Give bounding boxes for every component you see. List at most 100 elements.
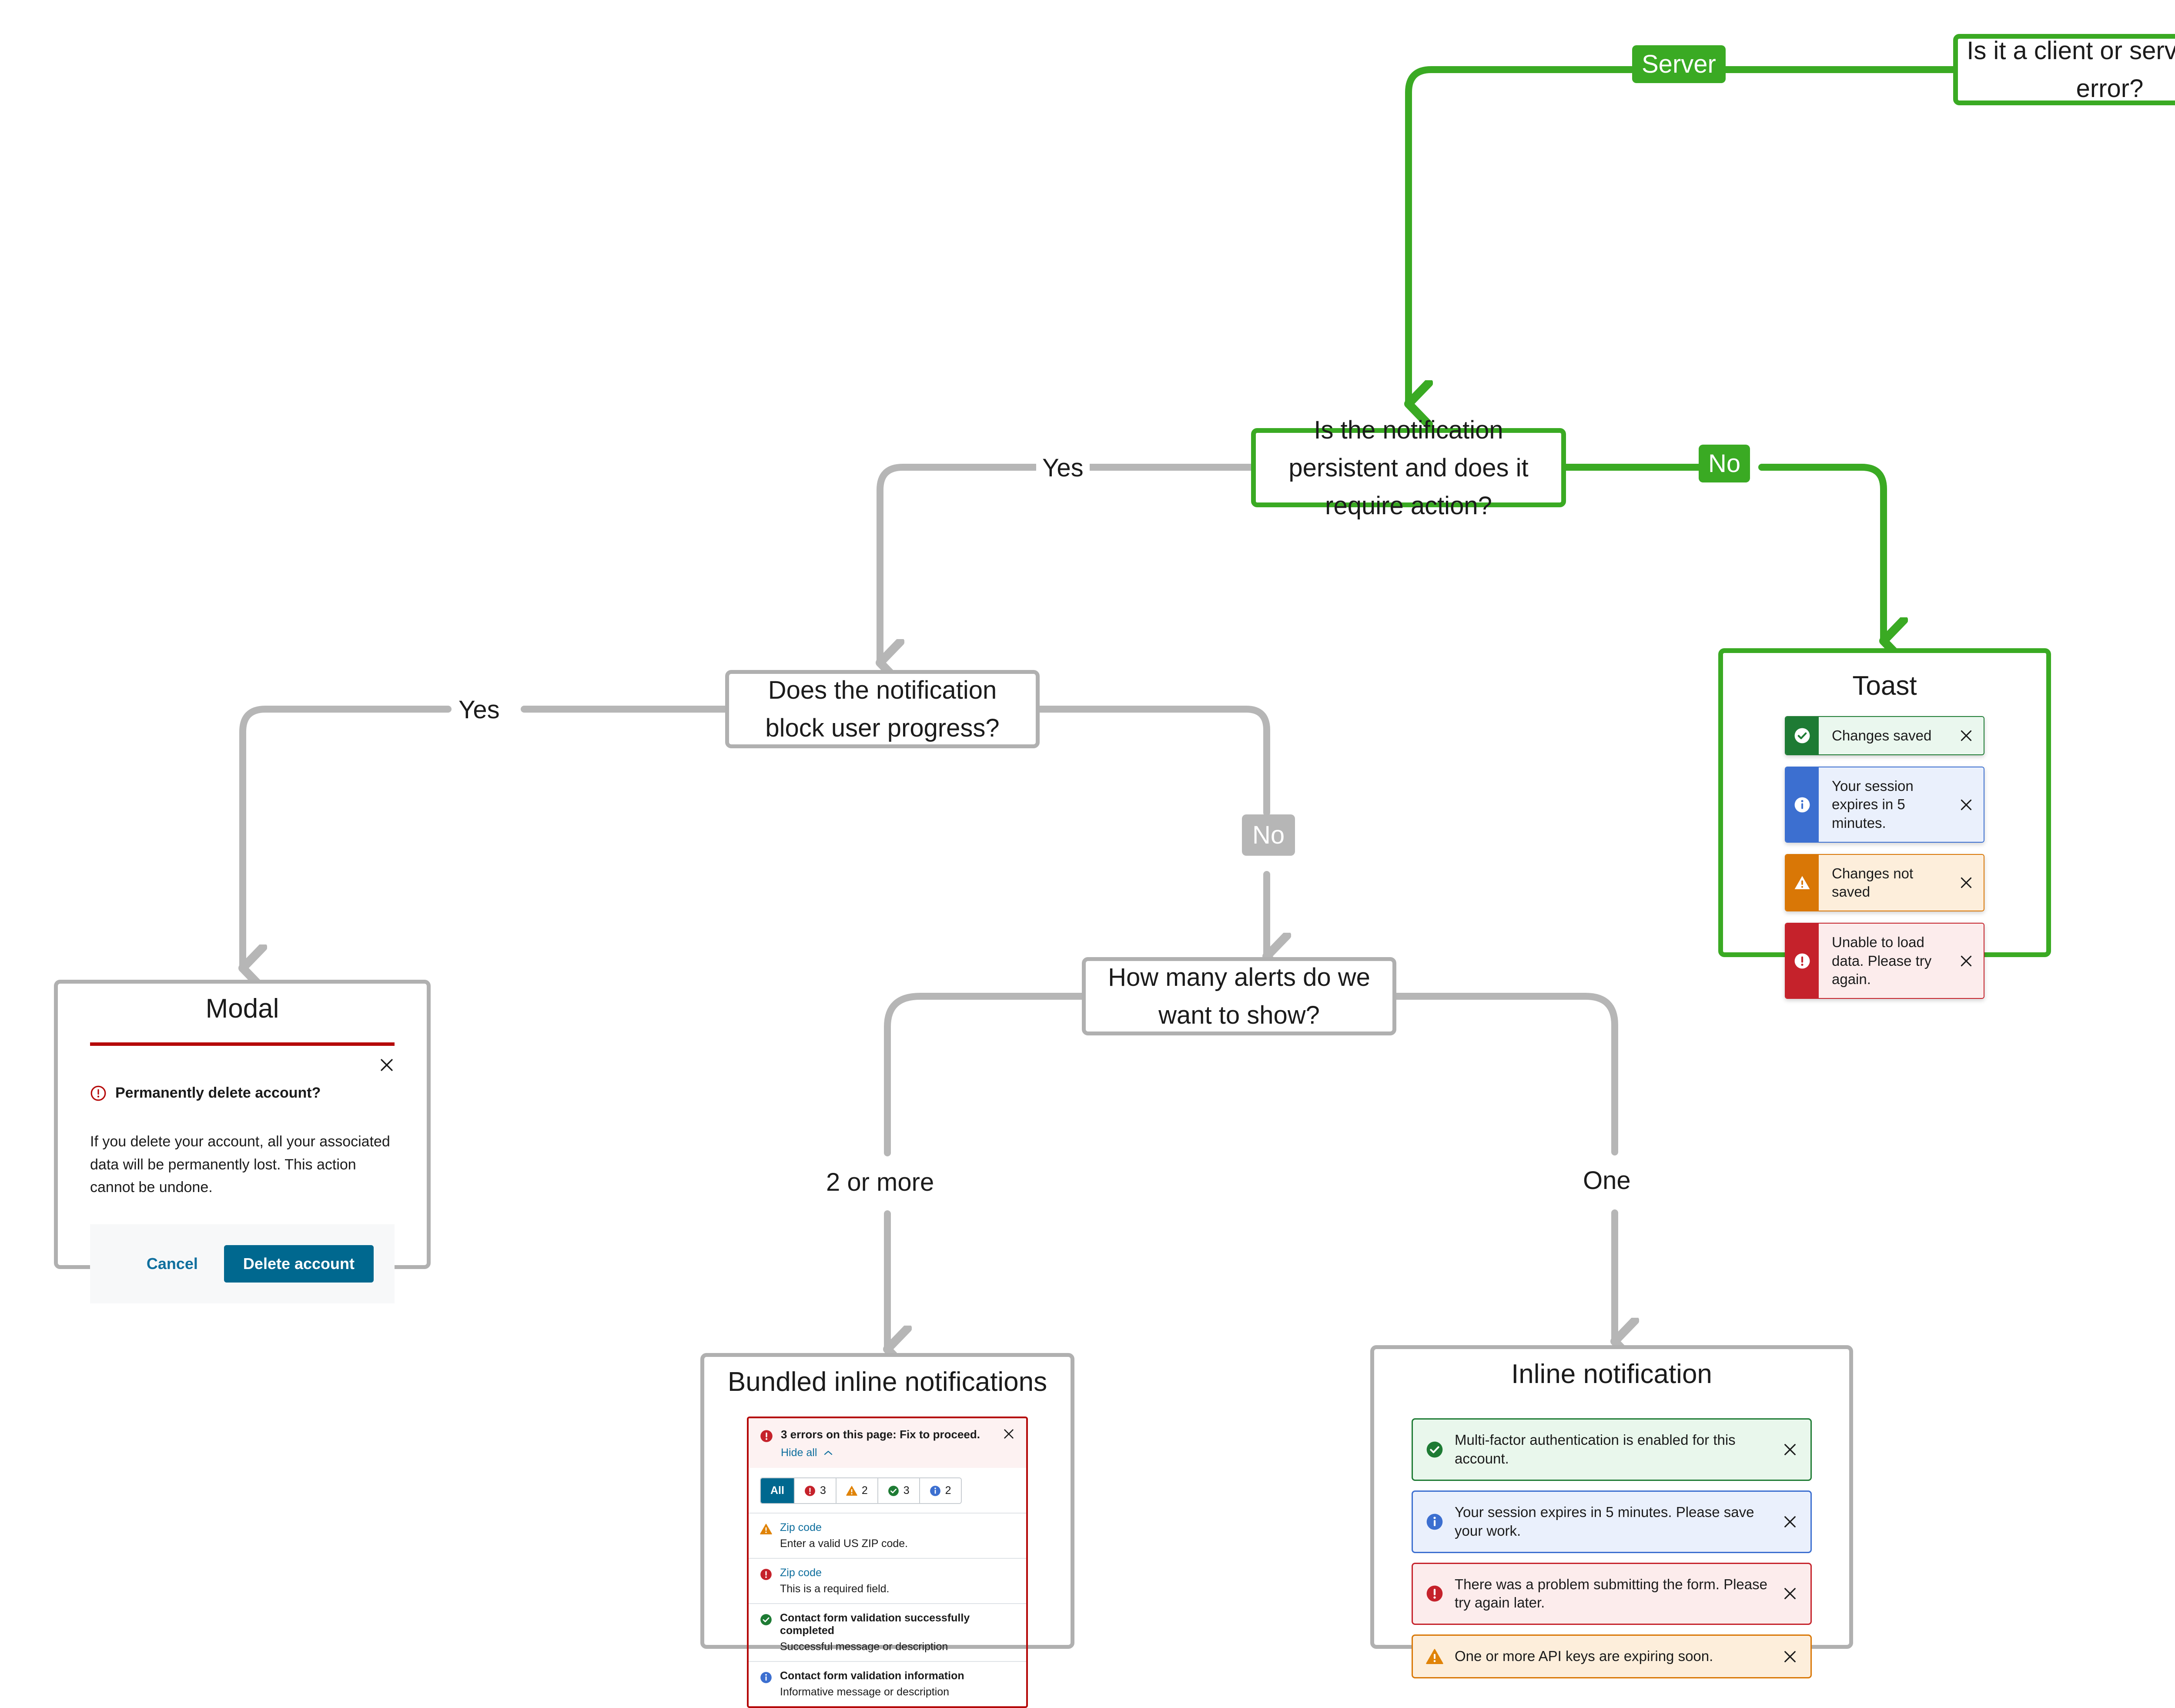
edge-label-two-or-more: 2 or more bbox=[820, 1167, 940, 1198]
bundled-row-description: Enter a valid US ZIP code. bbox=[780, 1537, 908, 1550]
toast-body: Changes not saved bbox=[1819, 854, 1984, 911]
toast-close-button[interactable] bbox=[1959, 954, 1973, 968]
node-how-many-label: How many alerts do we want to show? bbox=[1108, 963, 1370, 1029]
bundled-close-button[interactable] bbox=[1003, 1428, 1015, 1440]
toast-close-button[interactable] bbox=[1959, 876, 1973, 890]
edge-label-persistent-yes: Yes bbox=[1036, 452, 1090, 483]
toast-message: Changes not saved bbox=[1832, 865, 1914, 900]
bundled-tab-check-circle[interactable]: 3 bbox=[878, 1478, 920, 1503]
info-circle-icon bbox=[930, 1485, 941, 1497]
bundled-row-description: This is a required field. bbox=[780, 1583, 890, 1595]
bundled-tab-count: 3 bbox=[820, 1484, 826, 1497]
warning-triangle-icon bbox=[760, 1523, 772, 1535]
warning-triangle-icon bbox=[846, 1485, 857, 1497]
edge-label-block-no: No bbox=[1242, 814, 1295, 856]
error-circle-icon bbox=[1426, 1585, 1443, 1602]
bundled-row: Contact form validation successfully com… bbox=[749, 1603, 1026, 1661]
panel-bundled-inline: Bundled inline notifications 3 errors on… bbox=[700, 1353, 1074, 1708]
inline-list: Multi-factor authentication is enabled f… bbox=[1374, 1390, 1849, 1679]
info-circle-icon bbox=[1426, 1513, 1443, 1531]
bundled-tab-error-circle[interactable]: 3 bbox=[794, 1478, 837, 1503]
bundled-rows: Zip code Enter a valid US ZIP code. Zip … bbox=[749, 1513, 1026, 1706]
bundled-tab-count: 3 bbox=[903, 1484, 910, 1497]
toast-status-bar bbox=[1786, 924, 1819, 998]
bundled-tab-count: 2 bbox=[861, 1484, 868, 1497]
modal-heading: Permanently delete account? bbox=[58, 1085, 427, 1102]
inline-notification-message: One or more API keys are expiring soon. bbox=[1455, 1648, 1713, 1664]
bundled-tab-all[interactable]: All bbox=[761, 1478, 795, 1503]
inline-notification-message: Your session expires in 5 minutes. Pleas… bbox=[1455, 1504, 1754, 1539]
cancel-button[interactable]: Cancel bbox=[146, 1255, 198, 1273]
error-circle-icon bbox=[804, 1485, 816, 1497]
bundled-row-title[interactable]: Zip code bbox=[780, 1521, 822, 1534]
edge-label-server: Server bbox=[1632, 45, 1726, 83]
inline-notification-item: One or more API keys are expiring soon. bbox=[1412, 1634, 1812, 1679]
inline-notification-item: There was a problem submitting the form.… bbox=[1412, 1562, 1812, 1625]
bundled-row: Contact form validation information Info… bbox=[749, 1661, 1026, 1706]
warning-triangle-icon bbox=[1794, 874, 1810, 891]
edge-label-one: One bbox=[1577, 1165, 1637, 1196]
inline-notification-item: Multi-factor authentication is enabled f… bbox=[1412, 1418, 1812, 1481]
toast-list: Changes saved Your session expires in 5 … bbox=[1723, 701, 2046, 999]
modal-body-text: If you delete your account, all your ass… bbox=[90, 1133, 390, 1196]
node-how-many[interactable]: How many alerts do we want to show? bbox=[1082, 957, 1396, 1035]
warning-triangle-icon bbox=[1426, 1648, 1443, 1665]
node-persistent-label: Is the notification persistent and does … bbox=[1288, 415, 1529, 520]
toast-status-bar bbox=[1786, 717, 1819, 755]
error-circle-icon bbox=[760, 1568, 772, 1581]
info-circle-icon bbox=[760, 1671, 772, 1684]
toast-close-button[interactable] bbox=[1959, 798, 1973, 812]
bundled-tab-count: 2 bbox=[945, 1484, 951, 1497]
toast-message: Your session expires in 5 minutes. bbox=[1832, 778, 1914, 831]
inline-close-button[interactable] bbox=[1783, 1586, 1797, 1601]
bundled-row-description: Informative message or description bbox=[780, 1686, 950, 1698]
inline-close-button[interactable] bbox=[1783, 1514, 1797, 1529]
bundled-summary-text: 3 errors on this page: Fix to proceed. bbox=[781, 1428, 980, 1441]
delete-account-button[interactable]: Delete account bbox=[224, 1245, 374, 1283]
error-circle-icon bbox=[760, 1430, 773, 1443]
bundled-title: Bundled inline notifications bbox=[727, 1367, 1047, 1397]
hide-all-label: Hide all bbox=[781, 1447, 817, 1459]
modal-title: Modal bbox=[205, 994, 279, 1024]
bundled-filter-tabs[interactable]: All 3 2 3 2 bbox=[760, 1477, 962, 1504]
node-block-progress[interactable]: Does the notification block user progres… bbox=[725, 670, 1040, 748]
toast-item: Unable to load data. Please try again. bbox=[1785, 923, 1984, 999]
hide-all-toggle[interactable]: Hide all bbox=[781, 1447, 995, 1459]
edge-label-block-yes: Yes bbox=[452, 694, 506, 725]
check-circle-icon bbox=[1794, 727, 1810, 744]
toast-item: Changes saved bbox=[1785, 716, 1984, 756]
toast-item: Changes not saved bbox=[1785, 854, 1984, 912]
bundled-summary: 3 errors on this page: Fix to proceed. H… bbox=[749, 1418, 1026, 1468]
toast-body: Unable to load data. Please try again. bbox=[1819, 924, 1984, 998]
bundled-tab-info-circle[interactable]: 2 bbox=[920, 1478, 961, 1503]
edge-label-persistent-no: No bbox=[1699, 445, 1750, 482]
modal-heading-text: Permanently delete account? bbox=[115, 1085, 321, 1101]
inline-close-button[interactable] bbox=[1783, 1442, 1797, 1457]
toast-close-button[interactable] bbox=[1959, 729, 1973, 743]
toast-body: Changes saved bbox=[1819, 717, 1984, 755]
flowchart-edges bbox=[0, 66, 1957, 1666]
toast-body: Your session expires in 5 minutes. bbox=[1819, 767, 1984, 842]
bundled-row-description: Successful message or description bbox=[780, 1641, 948, 1653]
toast-item: Your session expires in 5 minutes. bbox=[1785, 767, 1984, 843]
inline-close-button[interactable] bbox=[1783, 1649, 1797, 1664]
node-persistent[interactable]: Is the notification persistent and does … bbox=[1251, 416, 1566, 520]
close-icon bbox=[379, 1057, 395, 1073]
toast-status-bar bbox=[1786, 767, 1819, 842]
bundled-tab-label: All bbox=[770, 1484, 784, 1497]
modal-accent-rule bbox=[90, 1042, 395, 1046]
modal-close-button[interactable] bbox=[58, 1046, 427, 1075]
node-block-progress-label: Does the notification block user progres… bbox=[765, 676, 1000, 742]
panel-toast: Toast Changes saved Your session expires… bbox=[1718, 648, 2051, 999]
check-circle-icon bbox=[1426, 1441, 1443, 1458]
inline-notification-item: Your session expires in 5 minutes. Pleas… bbox=[1412, 1490, 1812, 1553]
bundled-alert: 3 errors on this page: Fix to proceed. H… bbox=[747, 1417, 1028, 1708]
bundled-row-title[interactable]: Zip code bbox=[780, 1567, 822, 1579]
bundled-tab-warning-triangle[interactable]: 2 bbox=[836, 1478, 878, 1503]
inline-title: Inline notification bbox=[1511, 1359, 1712, 1389]
panel-inline-notification: Inline notification Multi-factor authent… bbox=[1370, 1345, 1853, 1679]
error-circle-outline-icon bbox=[90, 1085, 107, 1102]
